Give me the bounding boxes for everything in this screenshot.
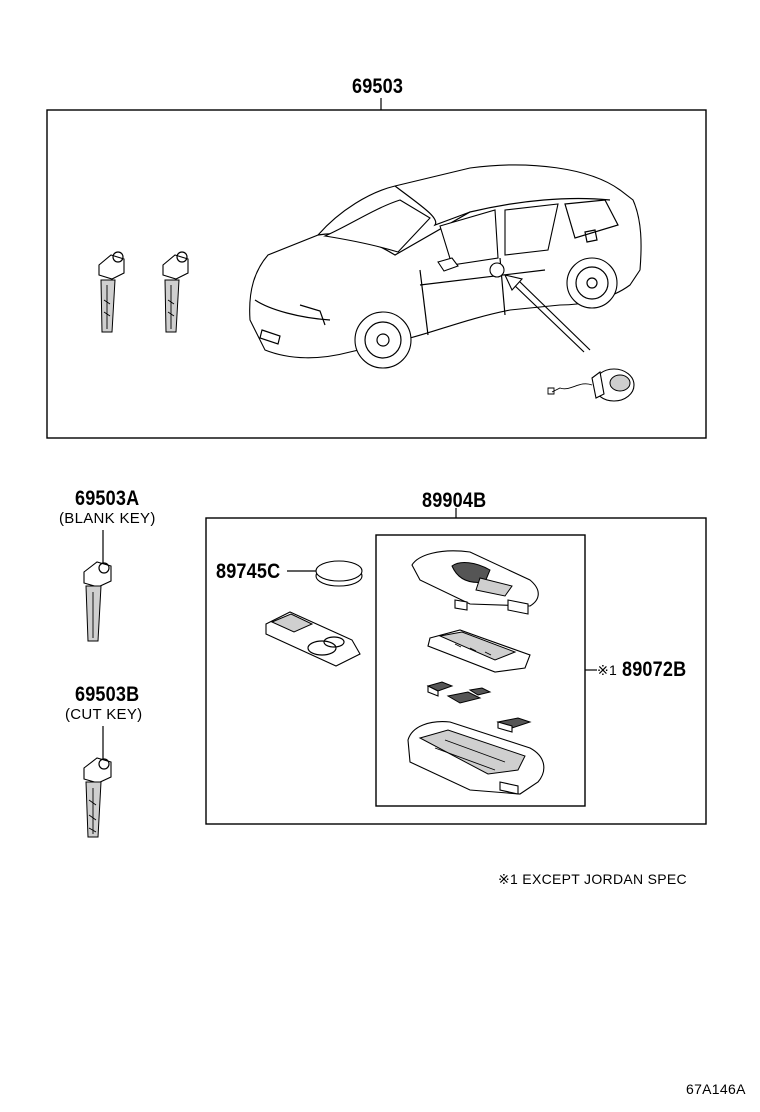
key-icon-top-right [162,251,189,333]
remote-top-cover [411,550,539,615]
figure-code: 67A146A [686,1081,746,1097]
blank-key-caption: (BLANK KEY) [59,510,156,527]
part-number-69503: 69503 [352,75,404,98]
blank-key-icon [83,561,112,642]
part-number-89072b: 89072B [622,658,687,681]
key-icon-top-left [98,251,125,333]
car-illustration [249,164,642,369]
cut-key-caption: (CUT KEY) [65,706,143,723]
coin-battery-icon [287,560,363,587]
part-number-69503a: 69503A [75,487,140,510]
part-number-89904b: 89904B [422,489,487,512]
cut-key-icon [83,757,112,838]
footnote: ※1 EXCEPT JORDAN SPEC [498,871,687,887]
remote-buttons [426,681,532,733]
remote-bottom-case [407,721,545,795]
door-handle-sensor [547,368,635,402]
transmitter-reference-mark: ※1 [597,662,618,678]
battery-holder-plate [265,611,361,667]
assembly-frame-69503 [46,98,707,439]
part-number-89745c: 89745C [216,560,281,583]
arrow-to-handle [504,274,591,353]
part-number-69503b: 69503B [75,683,140,706]
remote-circuit-board [427,629,531,673]
assembly-frame-89904b [205,508,707,825]
